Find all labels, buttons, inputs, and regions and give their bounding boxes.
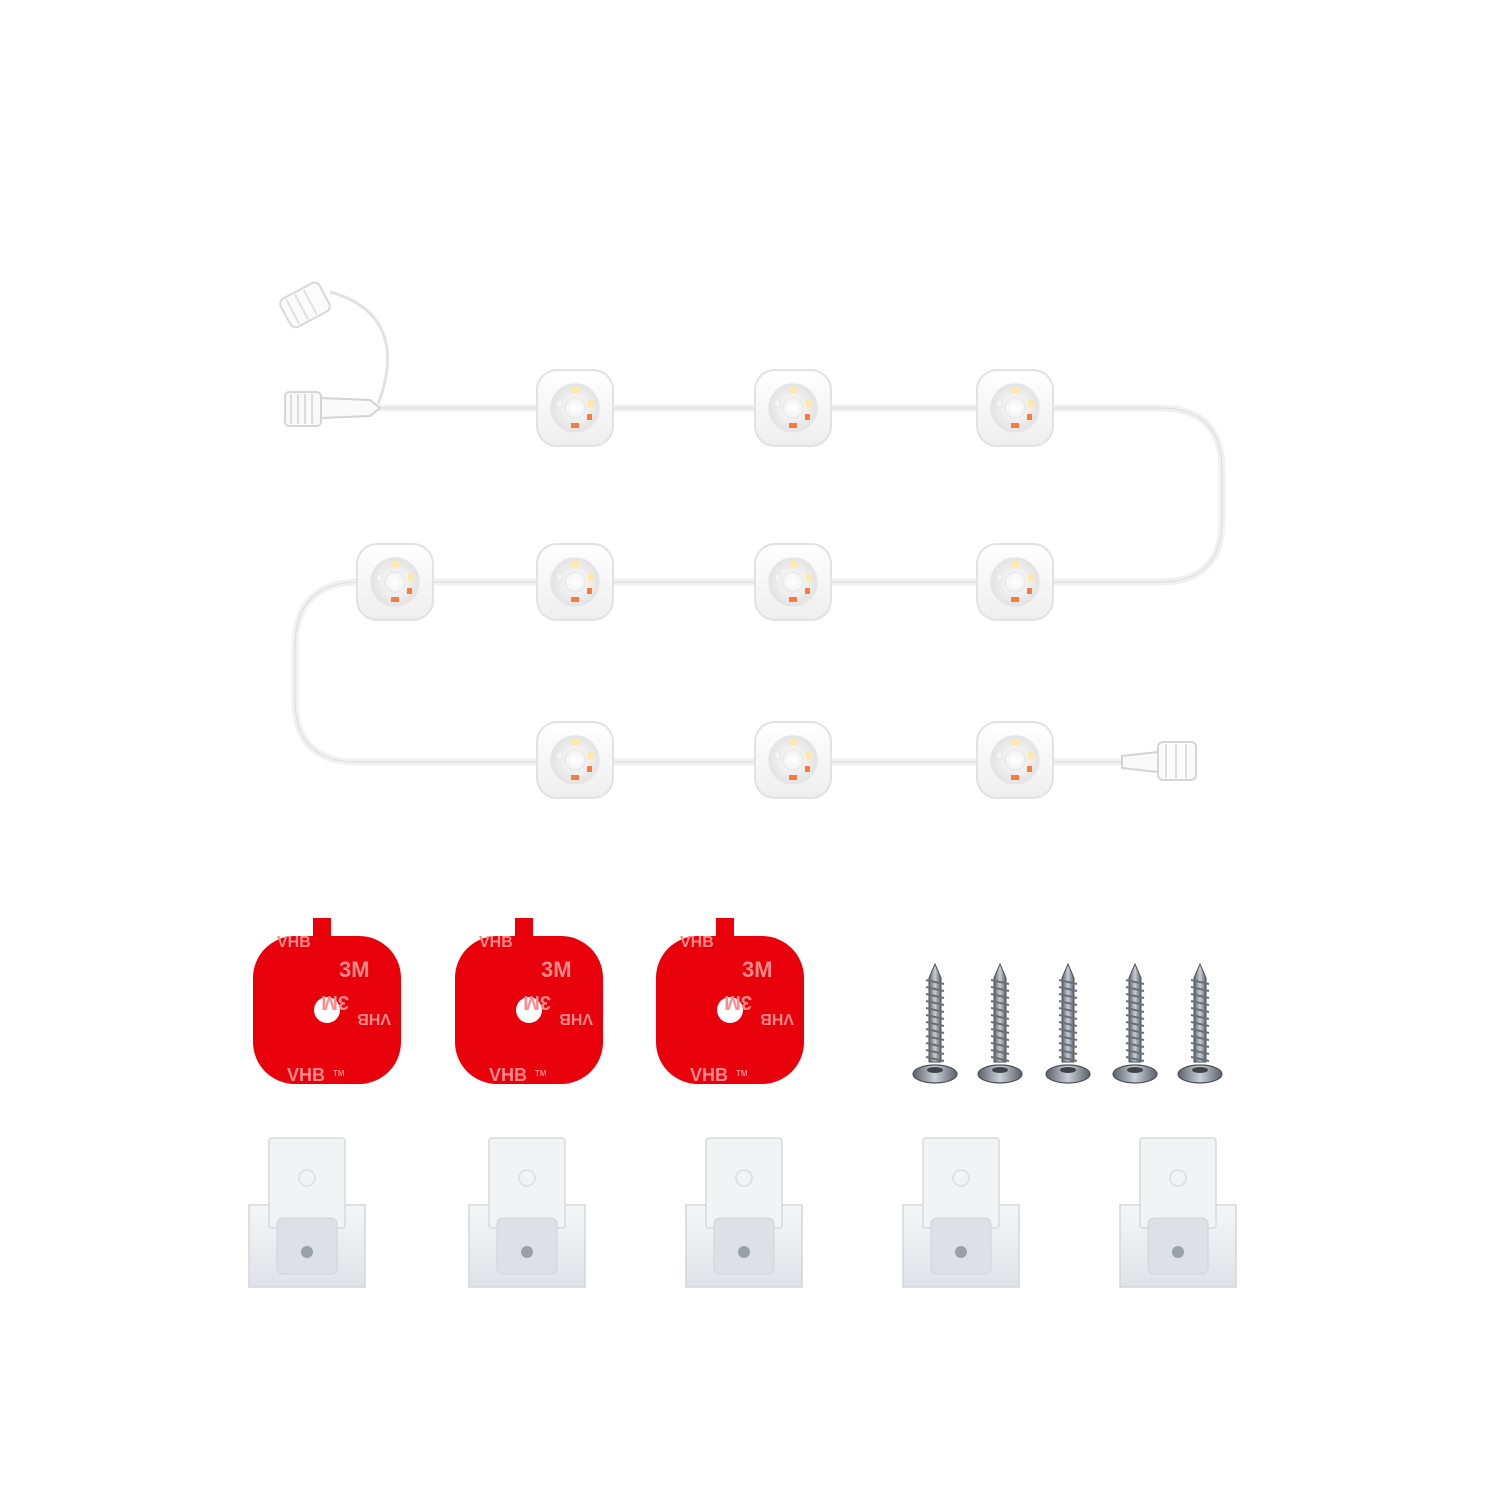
- pad-vhb-label: VHB: [760, 1010, 794, 1027]
- mounting-clip: [248, 1137, 366, 1288]
- light-bulb: [976, 543, 1054, 621]
- pad-brand-label: 3M: [724, 991, 752, 1013]
- input-connector: [279, 281, 389, 427]
- screw: [1112, 962, 1158, 1084]
- pad-brand-label: 3M: [339, 957, 370, 982]
- light-bulb: [356, 543, 434, 621]
- adhesive-pad: VHB 3M 3M VHB VHB TM: [455, 918, 603, 1085]
- screws: [912, 962, 1223, 1084]
- pad-tm-label: TM: [535, 1069, 547, 1078]
- pad-vhb-label: VHB: [277, 934, 311, 951]
- pad-brand-label: 3M: [541, 957, 572, 982]
- pad-vhb-label: VHB: [287, 1065, 325, 1085]
- adhesive-pad: VHB 3M 3M VHB VHB TM: [253, 918, 401, 1085]
- pad-brand-label: 3M: [742, 957, 773, 982]
- mounting-clip: [468, 1137, 586, 1288]
- light-bulb: [536, 369, 614, 447]
- adhesive-pads: VHB3M3MVHBVHBTMVHB3M3MVHBVHBTMVHB3M3MVHB…: [253, 918, 804, 1085]
- end-cap: [1121, 741, 1197, 781]
- pad-brand-label: 3M: [321, 991, 349, 1013]
- pad-tm-label: TM: [333, 1069, 345, 1078]
- pad-vhb-label: VHB: [489, 1065, 527, 1085]
- pad-vhb-label: VHB: [559, 1010, 593, 1027]
- adhesive-pad: VHB 3M 3M VHB VHB TM: [656, 918, 804, 1085]
- light-bulb: [976, 721, 1054, 799]
- light-bulb: [754, 721, 832, 799]
- mounting-clips: [248, 1137, 1237, 1288]
- pad-vhb-label: VHB: [357, 1010, 391, 1027]
- light-bulb: [536, 721, 614, 799]
- mounting-clip: [685, 1137, 803, 1288]
- light-bulb: [976, 369, 1054, 447]
- pad-tm-label: TM: [736, 1069, 748, 1078]
- screw: [1177, 962, 1223, 1084]
- mounting-clip: [1119, 1137, 1237, 1288]
- mounting-clip: [902, 1137, 1020, 1288]
- screw: [1045, 962, 1091, 1084]
- light-bulb: [536, 543, 614, 621]
- light-bulb: [754, 369, 832, 447]
- pad-vhb-label: VHB: [479, 934, 513, 951]
- screw: [912, 962, 958, 1084]
- pad-vhb-label: VHB: [680, 934, 714, 951]
- light-bulb: [754, 543, 832, 621]
- light-bulbs: [356, 369, 1054, 799]
- pad-vhb-label: VHB: [690, 1065, 728, 1085]
- pad-brand-label: 3M: [523, 991, 551, 1013]
- screw: [977, 962, 1023, 1084]
